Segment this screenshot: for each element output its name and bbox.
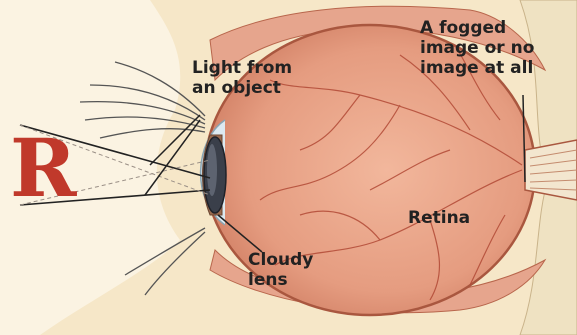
- lens-cloudiness: [207, 144, 217, 196]
- fogged-label-line-2: image or no: [420, 38, 534, 58]
- fogged-image-label: A fogged image or no image at all: [420, 18, 534, 78]
- cloudy-label-line-2: lens: [248, 270, 313, 290]
- fogged-label-line-1: A fogged: [420, 18, 534, 38]
- light-label-line-2: an object: [192, 78, 292, 98]
- cloudy-label-line-1: Cloudy: [248, 250, 313, 270]
- light-from-object-label: Light from an object: [192, 58, 292, 98]
- optic-nerve: [525, 140, 577, 200]
- light-label-line-1: Light from: [192, 58, 292, 78]
- cloudy-lens-label: Cloudy lens: [248, 250, 313, 290]
- fogged-label-line-3: image at all: [420, 58, 534, 78]
- object-letter: R: [10, 128, 76, 208]
- retina-label: Retina: [408, 208, 470, 228]
